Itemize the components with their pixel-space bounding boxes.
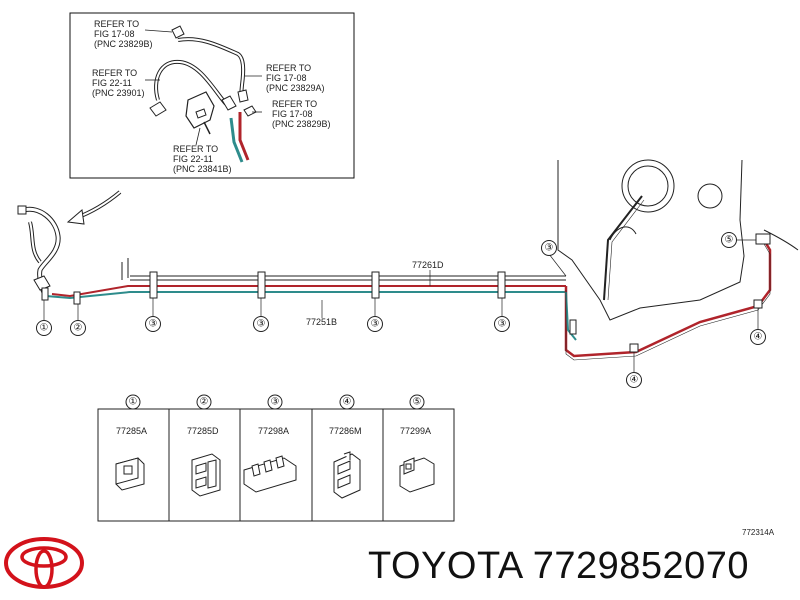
marker-3a: ③ [145, 316, 161, 332]
brand-name: TOYOTA [368, 545, 522, 587]
marker-1: ① [36, 320, 52, 336]
svg-text:⑤: ⑤ [725, 235, 734, 246]
clip-drawing-2 [191, 453, 221, 497]
inset-detail: REFER TO FIG 17-08 (PNC 23829B) REFER TO… [69, 12, 355, 179]
toyota-logo [4, 537, 84, 589]
brake-tubes [41, 233, 772, 361]
part-number-4: 77286M [329, 426, 362, 436]
callout-4-line1: REFER TO [272, 99, 317, 109]
part-number-5: 77299A [400, 426, 431, 436]
clip-drawing-4 [333, 451, 361, 499]
brand-part-number: TOYOTA 7729852070 [368, 545, 749, 588]
marker-4b: ④ [750, 329, 766, 345]
right-housing-outline [557, 159, 799, 321]
callout-1-line3: (PNC 23829B) [94, 39, 153, 49]
callout-3-line2: FIG 17-08 [266, 73, 307, 83]
callout-3-line1: REFER TO [266, 63, 311, 73]
marker-3e: ③ [541, 240, 557, 256]
svg-text:④: ④ [754, 332, 763, 343]
svg-text:①: ① [129, 397, 138, 408]
clip-drawing-3 [243, 455, 297, 493]
parts-table-header-2: ② [196, 394, 212, 410]
callout-4-line3: (PNC 23829B) [272, 119, 331, 129]
marker-5: ⑤ [721, 232, 737, 248]
parts-table-header-3: ③ [267, 394, 283, 410]
part-number-3: 77298A [258, 426, 289, 436]
callout-5-line3: (PNC 23841B) [173, 164, 232, 174]
parts-table-header-1: ① [125, 394, 141, 410]
svg-text:④: ④ [343, 397, 352, 408]
part-number: 7729852070 [532, 545, 750, 587]
parts-table-header-4: ④ [339, 394, 355, 410]
marker-4a: ④ [626, 372, 642, 388]
clip-drawing-1 [115, 457, 145, 491]
parts-table: ① ② ③ ④ ⑤ 77285A 77285D 77298A 77286M 77… [97, 394, 455, 522]
detail-arrow [66, 190, 122, 225]
callout-5-line2: FIG 22-11 [173, 154, 213, 164]
callout-2-line3: (PNC 23901) [92, 88, 145, 98]
svg-text:②: ② [74, 323, 83, 334]
tube-label-lower: 77251B [306, 317, 337, 327]
svg-text:③: ③ [149, 319, 158, 330]
callout-4-line2: FIG 17-08 [272, 109, 313, 119]
callout-3-line3: (PNC 23829A) [266, 83, 325, 93]
svg-text:②: ② [200, 397, 209, 408]
marker-3d: ③ [494, 316, 510, 332]
svg-text:③: ③ [371, 319, 380, 330]
svg-text:③: ③ [498, 319, 507, 330]
callout-5-line1: REFER TO [173, 144, 218, 154]
svg-text:③: ③ [257, 319, 266, 330]
svg-text:④: ④ [630, 375, 639, 386]
diagram-code: 772314A [742, 528, 775, 537]
svg-text:③: ③ [271, 397, 280, 408]
marker-3b: ③ [253, 316, 269, 332]
part-number-1: 77285A [116, 426, 147, 436]
parts-table-header-5: ⑤ [409, 394, 425, 410]
part-number-2: 77285D [187, 426, 219, 436]
tube-label-upper: 77261D [412, 260, 444, 270]
svg-text:⑤: ⑤ [413, 397, 422, 408]
left-hose-assembly [17, 205, 61, 299]
callout-2-line2: FIG 22-11 [92, 78, 132, 88]
diagram-markers: ① ② ③ ③ ③ ③ ③ ④ ④ ⑤ [36, 232, 766, 388]
callout-1-line2: FIG 17-08 [94, 29, 135, 39]
callout-2-line1: REFER TO [92, 68, 137, 78]
callout-1-line1: REFER TO [94, 19, 139, 29]
svg-text:③: ③ [545, 243, 554, 254]
clip-drawing-5 [399, 457, 435, 493]
marker-2: ② [70, 320, 86, 336]
svg-text:①: ① [40, 323, 49, 334]
marker-3c: ③ [367, 316, 383, 332]
